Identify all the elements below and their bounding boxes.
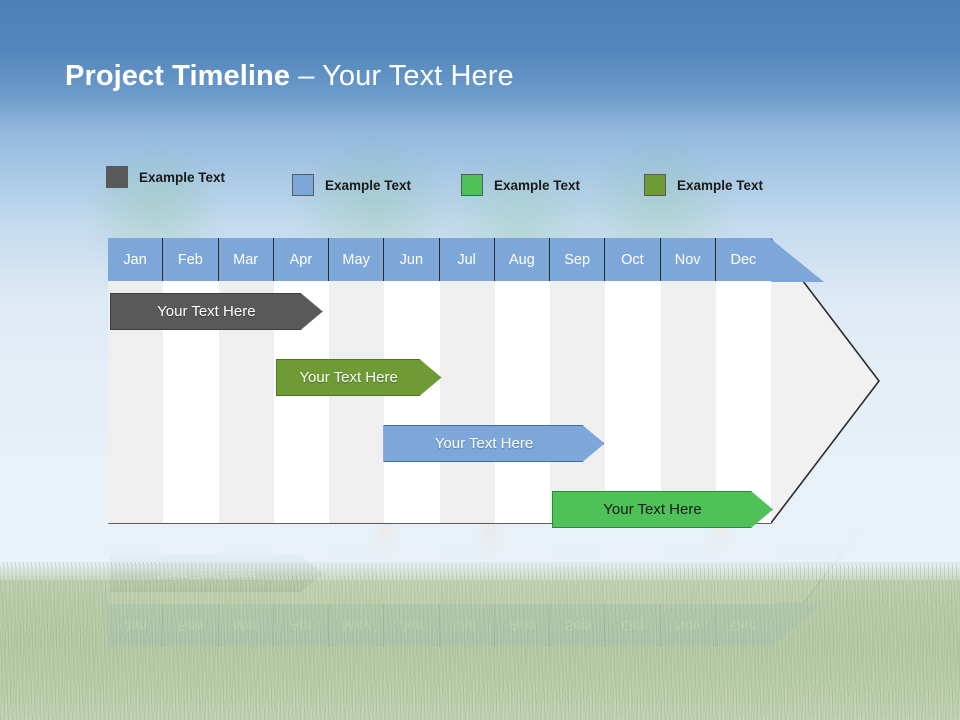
month-column (605, 281, 661, 523)
legend-item[interactable]: Example Text (644, 174, 763, 196)
task-bar-label: Your Text Here (603, 501, 702, 518)
title-dash: – (290, 60, 323, 92)
month-column (715, 281, 771, 523)
month-header-cell: Apr (273, 238, 329, 281)
task-bar[interactable]: Your Text Here (276, 359, 442, 396)
task-bar-label: Your Text Here (157, 303, 256, 320)
task-bar-shape (110, 293, 323, 330)
legend-label: Example Text (139, 169, 226, 185)
legend-label: Example Text (677, 177, 764, 193)
task-bar[interactable]: Your Text Here (552, 491, 773, 528)
month-header-cell: Sep (550, 238, 606, 281)
header-band (0, 0, 960, 128)
month-header-cell: Jan (108, 238, 164, 281)
month-header-cell: Jul (439, 238, 495, 281)
task-bar-label: Your Text Here (299, 369, 398, 386)
task-bar[interactable]: Your Text Here (110, 293, 323, 330)
month-header-cell: Nov (660, 238, 716, 281)
month-column (439, 281, 495, 523)
task-bar-label: Your Text Here (434, 435, 534, 452)
task-bar-shape (383, 425, 604, 462)
grass-field (0, 580, 960, 720)
month-column (550, 281, 606, 523)
task-bar-shape (276, 359, 442, 396)
legend-color-swatch (292, 174, 314, 196)
month-column (329, 281, 385, 523)
month-header-cell: Feb (163, 238, 219, 281)
month-header-cell: Jun (384, 238, 440, 281)
slide-title: Project Timeline – Your Text Here (65, 60, 514, 93)
title-bold-part: Project Timeline (65, 60, 291, 92)
chart-grid-body (108, 281, 771, 523)
legend-label: Example Text (325, 177, 412, 193)
month-header-cell: Aug (494, 238, 550, 281)
legend-label: Example Text (494, 177, 581, 193)
legend-item[interactable]: Example Text (461, 174, 580, 196)
month-column (384, 281, 440, 523)
legend-color-swatch (461, 174, 483, 196)
task-bar[interactable]: Your Text Here (383, 425, 604, 462)
legend-color-swatch (106, 166, 128, 188)
month-header-cell: Dec (715, 238, 771, 281)
month-header-cell: May (329, 238, 385, 281)
month-header-cell: Oct (605, 238, 661, 281)
task-bar-shape (552, 491, 773, 528)
legend-item[interactable]: Example Text (106, 166, 225, 188)
month-header-cell: Mar (218, 238, 274, 281)
legend-color-swatch (644, 174, 666, 196)
month-column (494, 281, 550, 523)
title-regular-part: Your Text Here (322, 60, 514, 92)
legend-item[interactable]: Example Text (292, 174, 411, 196)
month-column (660, 281, 716, 523)
